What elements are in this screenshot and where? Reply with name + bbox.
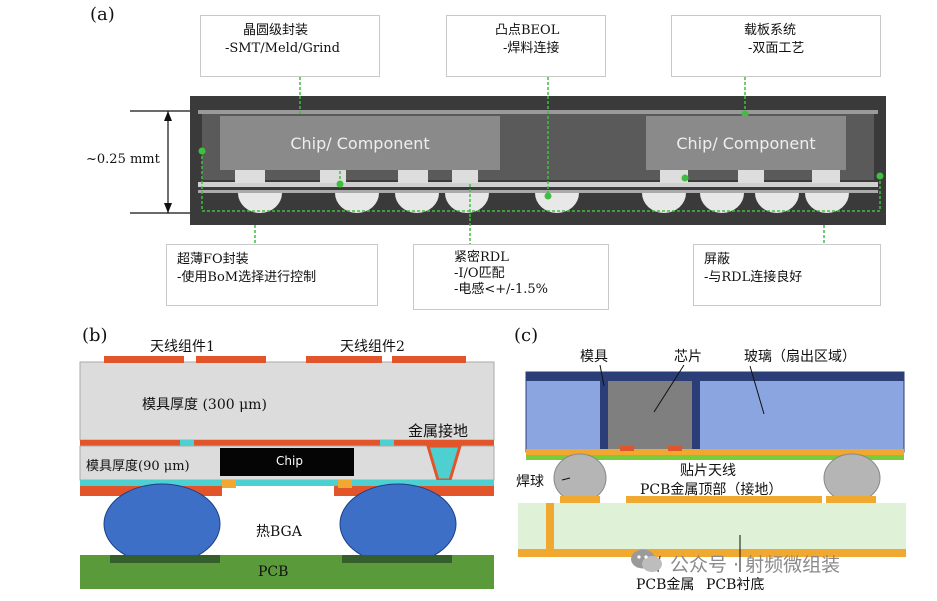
callout-wafer-level-title: 晶圆级封装 [243, 23, 309, 38]
mold-strip-left [600, 381, 608, 452]
antenna-1-patch-left [104, 356, 184, 363]
panel-c-label: (c) [514, 325, 539, 346]
callout-leader-lines [254, 77, 825, 244]
panel-a-label: (a) [90, 4, 115, 25]
thermal-bga-label: 热BGA [256, 524, 302, 540]
chip-component-left-label: Chip/ Component [290, 133, 430, 153]
panel-b-label: (b) [82, 325, 108, 346]
chip-die [220, 448, 354, 476]
callout-shielding-detail: -与RDL连接良好 [704, 270, 803, 285]
callout-bump-beol: 凸点BEOL -焊料连接 [446, 15, 606, 77]
callout-bump-beol-detail: -焊料连接 [503, 41, 560, 56]
mold-thin-label: 模具厚度(90 μm) [86, 459, 190, 474]
thickness-dimension-arrow [130, 110, 192, 214]
watermark-text: 公众号 · 射频微组装 [670, 554, 841, 576]
callout-shielding: 屏蔽 -与RDL连接良好 [693, 244, 881, 306]
callout-wafer-level: 晶圆级封装 -SMT/Meld/Grind [200, 15, 380, 77]
callout-thin-fo: 超薄FO封装 -使用BoM选择进行控制 [166, 244, 378, 306]
solder-ball-right [823, 453, 881, 503]
mold-label: 模具 [580, 349, 608, 365]
pcb-label: PCB [258, 564, 289, 580]
chip-component-right: Chip/ Component [646, 116, 846, 170]
pcb-via [546, 503, 554, 549]
chip-label: Chip [276, 454, 303, 468]
antenna-2-label: 天线组件2 [340, 339, 405, 355]
patch-antenna-label: 贴片天线 [680, 463, 736, 479]
cross-section-image: Chip/ Component Chip/ Component [190, 96, 886, 225]
chip-component-left: Chip/ Component [220, 116, 500, 170]
callout-dense-rdl-title: 紧密RDL [454, 250, 509, 265]
callout-wafer-level-detail: -SMT/Meld/Grind [225, 41, 340, 56]
glass-label: 玻璃（扇出区域） [744, 349, 856, 365]
callout-dense-rdl-io: -I/O匹配 [454, 266, 505, 281]
solder-ball-left [553, 453, 607, 503]
silicon-die [608, 381, 692, 449]
callout-dense-rdl: 紧密RDL -I/O匹配 -电感<+/-1.5% [413, 244, 609, 310]
callout-dense-rdl-inductance: -电感<+/-1.5% [454, 282, 548, 297]
pcb-bottom-metal [518, 549, 906, 557]
antenna-2-patch-left [306, 356, 382, 363]
thickness-label: ~0.25 mmt [86, 152, 160, 167]
ground-plane [80, 440, 494, 446]
antenna-2-patch-right [392, 356, 466, 363]
callout-thin-fo-detail: -使用BoM选择进行控制 [177, 270, 317, 285]
callout-carrier-detail: -双面工艺 [748, 41, 805, 56]
fan-out-glass [525, 371, 905, 453]
wechat-icon [631, 549, 662, 572]
pcb-substrate-label: PCB衬底 [706, 577, 765, 593]
pcb-top-ground [626, 496, 822, 503]
antenna-1-patch-right [196, 356, 266, 363]
mold-strip-right [692, 381, 700, 452]
callout-shielding-title: 屏蔽 [704, 252, 731, 267]
chip-component-right-label: Chip/ Component [676, 133, 816, 153]
callout-carrier: 载板系统 -双面工艺 [671, 15, 881, 77]
metal-ground-label: 金属接地 [408, 422, 469, 440]
callout-carrier-title: 载板系统 [744, 23, 797, 38]
mold-thick-label: 模具厚度 (300 μm) [142, 397, 267, 413]
antenna-1-label: 天线组件1 [150, 339, 215, 355]
pcb-substrate [518, 503, 906, 549]
callout-thin-fo-title: 超薄FO封装 [177, 252, 249, 267]
callout-bump-beol-title: 凸点BEOL [495, 23, 560, 38]
die-label: 芯片 [674, 349, 702, 365]
pcb-metal-label: PCB金属 [636, 577, 695, 593]
solder-ball-label: 焊球 [516, 474, 544, 490]
pcb-top-label: PCB金属顶部（接地） [640, 482, 783, 498]
